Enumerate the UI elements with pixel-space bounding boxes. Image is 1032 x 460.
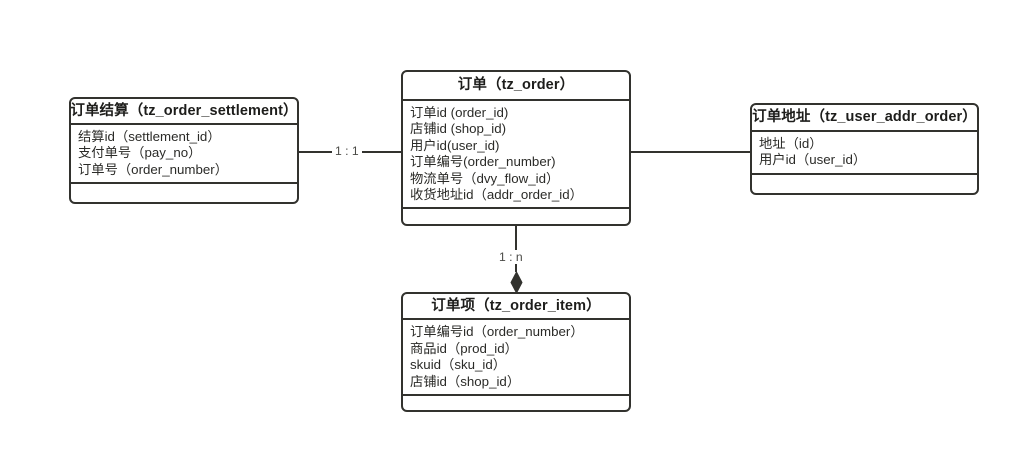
attribute-row: 收货地址id（addr_order_id） <box>410 187 583 203</box>
entity-footer-tz-order <box>403 209 629 224</box>
attribute-row: 店铺id (shop_id) <box>410 121 507 137</box>
entity-title-tz-order: 订单（tz_order） <box>403 72 629 101</box>
attribute-row: 地址（id） <box>759 136 823 151</box>
attribute-row: 支付单号（pay_no） <box>78 145 202 161</box>
edge-order-to-item <box>515 226 517 272</box>
attribute-row: 订单编号(order_number) <box>410 154 556 170</box>
attribute-row: 商品id（prod_id） <box>410 340 518 356</box>
entity-tz-order-item[interactable]: 订单项（tz_order_item） 订单编号id（order_number） … <box>401 292 631 412</box>
edge-order-to-address <box>631 151 750 153</box>
attribute-row: skuid（sku_id） <box>410 357 507 373</box>
attribute-row: 用户id(user_id) <box>410 137 500 153</box>
attribute-row: 订单号（order_number） <box>78 161 229 177</box>
entity-tz-order[interactable]: 订单（tz_order） 订单id (order_id) 店铺id (shop_… <box>401 70 631 226</box>
entity-attributes-tz-order-item: 订单编号id（order_number） 商品id（prod_id） skuid… <box>403 320 629 396</box>
edge-label-settlement-to-order: 1 : 1 <box>332 144 362 158</box>
entity-footer-tz-order-settlement <box>71 184 297 202</box>
edge-label-order-to-item: 1 : n <box>496 250 526 264</box>
attribute-row: 物流单号（dvy_flow_id） <box>410 170 560 186</box>
entity-footer-tz-order-item <box>403 396 629 410</box>
entity-footer-tz-user-addr-order <box>752 175 977 193</box>
attribute-row: 订单编号id（order_number） <box>410 324 584 340</box>
entity-title-tz-user-addr-order: 订单地址（tz_user_addr_order） <box>752 105 977 132</box>
attribute-row: 结算id（settlement_id） <box>78 129 221 144</box>
entity-tz-order-settlement[interactable]: 订单结算（tz_order_settlement） 结算id（settlemen… <box>69 97 299 204</box>
entity-title-tz-order-item: 订单项（tz_order_item） <box>403 294 629 321</box>
entity-attributes-tz-order-settlement: 结算id（settlement_id） 支付单号（pay_no） 订单号（ord… <box>71 125 297 185</box>
filled-diamond-marker-icon <box>510 272 523 293</box>
entity-attributes-tz-order: 订单id (order_id) 店铺id (shop_id) 用户id(user… <box>403 101 629 210</box>
attribute-row: 用户id（user_id） <box>759 152 867 168</box>
entity-title-tz-order-settlement: 订单结算（tz_order_settlement） <box>70 99 298 125</box>
entity-tz-user-addr-order[interactable]: 订单地址（tz_user_addr_order） 地址（id） 用户id（use… <box>750 103 979 195</box>
attribute-row: 订单id (order_id) <box>410 105 509 120</box>
entity-attributes-tz-user-addr-order: 地址（id） 用户id（user_id） <box>752 132 977 175</box>
attribute-row: 店铺id（shop_id） <box>410 373 521 389</box>
